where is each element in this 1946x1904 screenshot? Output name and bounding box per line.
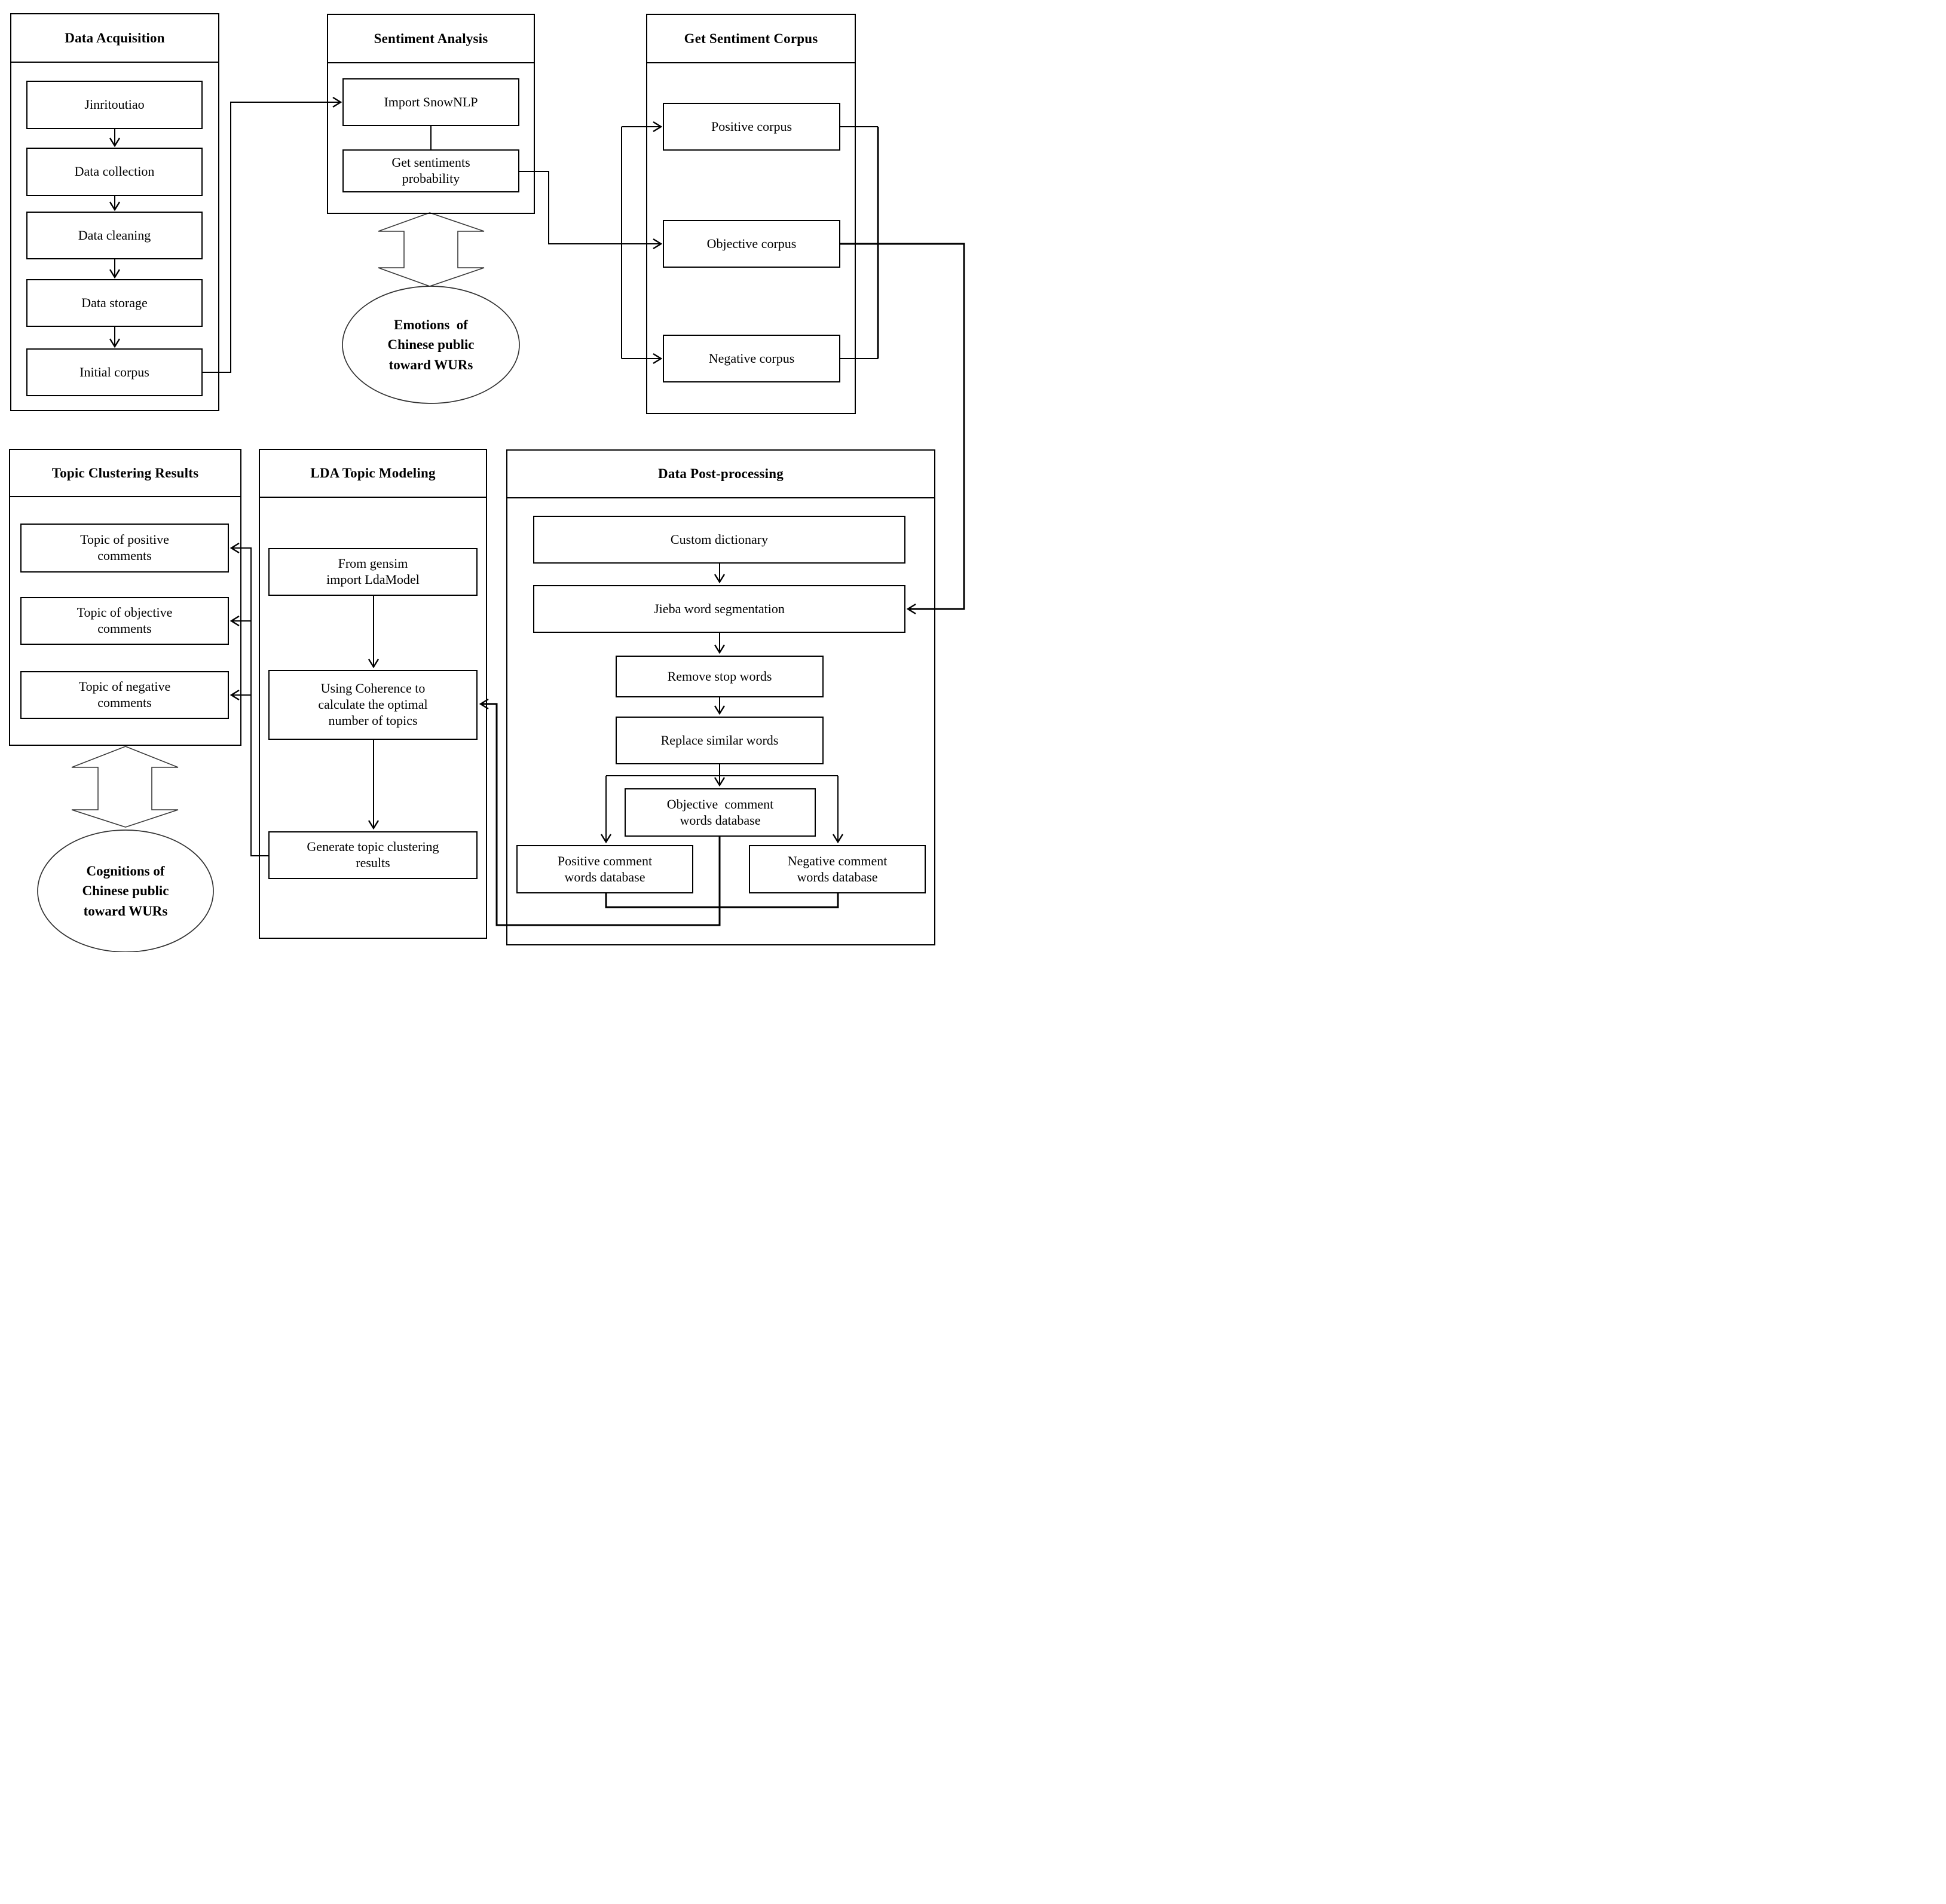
box-data-collection: Data collection [26,148,203,196]
box-positive-db-label: Positive comment words database [557,853,653,884]
box-data-storage-label: Data storage [81,295,148,310]
box-get-sentiments-probability-label: Get sentiments probability [391,155,470,186]
connectors-layer [37,96,965,952]
box-using-coherence: Using Coherence to calculate the optimal… [268,670,478,740]
container-get-sentiment-corpus: Get Sentiment Corpus [646,14,856,414]
box-positive-corpus-label: Positive corpus [711,118,793,134]
box-generate-results: Generate topic clustering results [268,831,478,879]
box-topic-objective: Topic of objective comments [20,597,229,645]
emotions-ellipse [342,286,520,404]
container-data-post-processing: Data Post-processing [506,449,935,945]
topic-clustering-results-title: Topic Clustering Results [10,450,240,497]
box-jinritoutiao: Jinritoutiao [26,81,203,129]
lda-topic-modeling-title-text: LDA Topic Modeling [310,466,436,480]
box-from-gensim-label: From gensim import LdaModel [326,556,420,587]
box-data-collection-label: Data collection [74,164,155,179]
flow-diagram: Data Acquisition Sentiment Analysis Get … [0,0,973,952]
box-objective-corpus-label: Objective corpus [706,235,797,251]
emotions-ellipse-text: Emotions of Chinese public toward WURs [387,317,475,372]
box-jieba-segmentation-label: Jieba word segmentation [654,601,785,616]
box-import-snownlp: Import SnowNLP [342,78,519,126]
cognitions-ellipse-label: Cognitions of Chinese public toward WURs [36,849,215,933]
box-topic-negative-label: Topic of negative comments [78,679,171,710]
box-positive-corpus: Positive corpus [663,103,840,151]
box-objective-corpus: Objective corpus [663,220,840,268]
get-sentiment-corpus-title-text: Get Sentiment Corpus [684,30,818,46]
get-sentiment-corpus-title: Get Sentiment Corpus [647,15,855,63]
box-objective-db-label: Objective comment words database [666,796,774,828]
box-topic-positive: Topic of positive comments [20,524,229,573]
box-import-snownlp-label: Import SnowNLP [384,94,478,109]
sentiment-analysis-title: Sentiment Analysis [328,15,534,63]
cognitions-ellipse-text: Cognitions of Chinese public toward WURs [82,863,169,919]
cognitions-ellipse [37,829,214,952]
arrow-corpus-to-jieba [840,243,965,615]
box-negative-db: Negative comment words database [749,845,926,893]
sentiment-analysis-title-text: Sentiment Analysis [374,30,488,46]
box-negative-db-label: Negative comment words database [787,853,888,884]
box-data-storage: Data storage [26,279,203,327]
box-from-gensim: From gensim import LdaModel [268,548,478,596]
box-topic-negative: Topic of negative comments [20,671,229,719]
box-custom-dictionary-label: Custom dictionary [670,531,769,547]
db-merge-u-line [605,893,839,908]
arrow-probability-objective [519,171,663,250]
box-custom-dictionary: Custom dictionary [533,516,905,564]
double-arrow-emotions-icon [378,212,485,287]
data-post-processing-title: Data Post-processing [507,451,934,498]
arrow-db-feedback-coherence [479,698,721,926]
box-topic-positive-label: Topic of positive comments [80,532,169,563]
data-acquisition-title-text: Data Acquisition [65,30,165,45]
container-topic-clustering-results: Topic Clustering Results [9,449,241,746]
box-data-cleaning-label: Data cleaning [78,227,151,243]
box-get-sentiments-probability: Get sentiments probability [342,149,519,192]
box-remove-stop-words-label: Remove stop words [667,668,772,684]
lda-topic-modeling-title: LDA Topic Modeling [260,450,486,498]
container-lda-topic-modeling: LDA Topic Modeling [259,449,487,939]
box-objective-db: Objective comment words database [625,788,816,837]
box-data-cleaning: Data cleaning [26,212,203,259]
double-arrow-cognitions-icon [71,746,179,828]
box-jinritoutiao-label: Jinritoutiao [84,97,145,112]
connector-lines [109,96,878,856]
box-initial-corpus-label: Initial corpus [79,364,149,379]
heavy-connector-lines [479,127,965,926]
box-generate-results-label: Generate topic clustering results [307,839,439,870]
box-using-coherence-label: Using Coherence to calculate the optimal… [318,681,428,728]
topic-clustering-results-title-text: Topic Clustering Results [51,465,199,480]
box-topic-objective-label: Topic of objective comments [77,605,173,636]
emotions-ellipse-label: Emotions of Chinese public toward WURs [341,303,521,387]
box-initial-corpus: Initial corpus [26,348,203,396]
box-positive-db: Positive comment words database [516,845,693,893]
data-acquisition-title: Data Acquisition [11,14,218,63]
container-data-acquisition: Data Acquisition [10,13,219,411]
arrow-initial-to-snownlp [203,96,342,373]
box-replace-similar-words: Replace similar words [616,717,824,764]
box-replace-similar-words-label: Replace similar words [660,732,779,748]
box-negative-corpus: Negative corpus [663,335,840,382]
box-remove-stop-words: Remove stop words [616,656,824,697]
container-sentiment-analysis: Sentiment Analysis [327,14,535,214]
data-post-processing-title-text: Data Post-processing [658,466,784,481]
box-negative-corpus-label: Negative corpus [708,350,795,366]
box-jieba-segmentation: Jieba word segmentation [533,585,905,633]
